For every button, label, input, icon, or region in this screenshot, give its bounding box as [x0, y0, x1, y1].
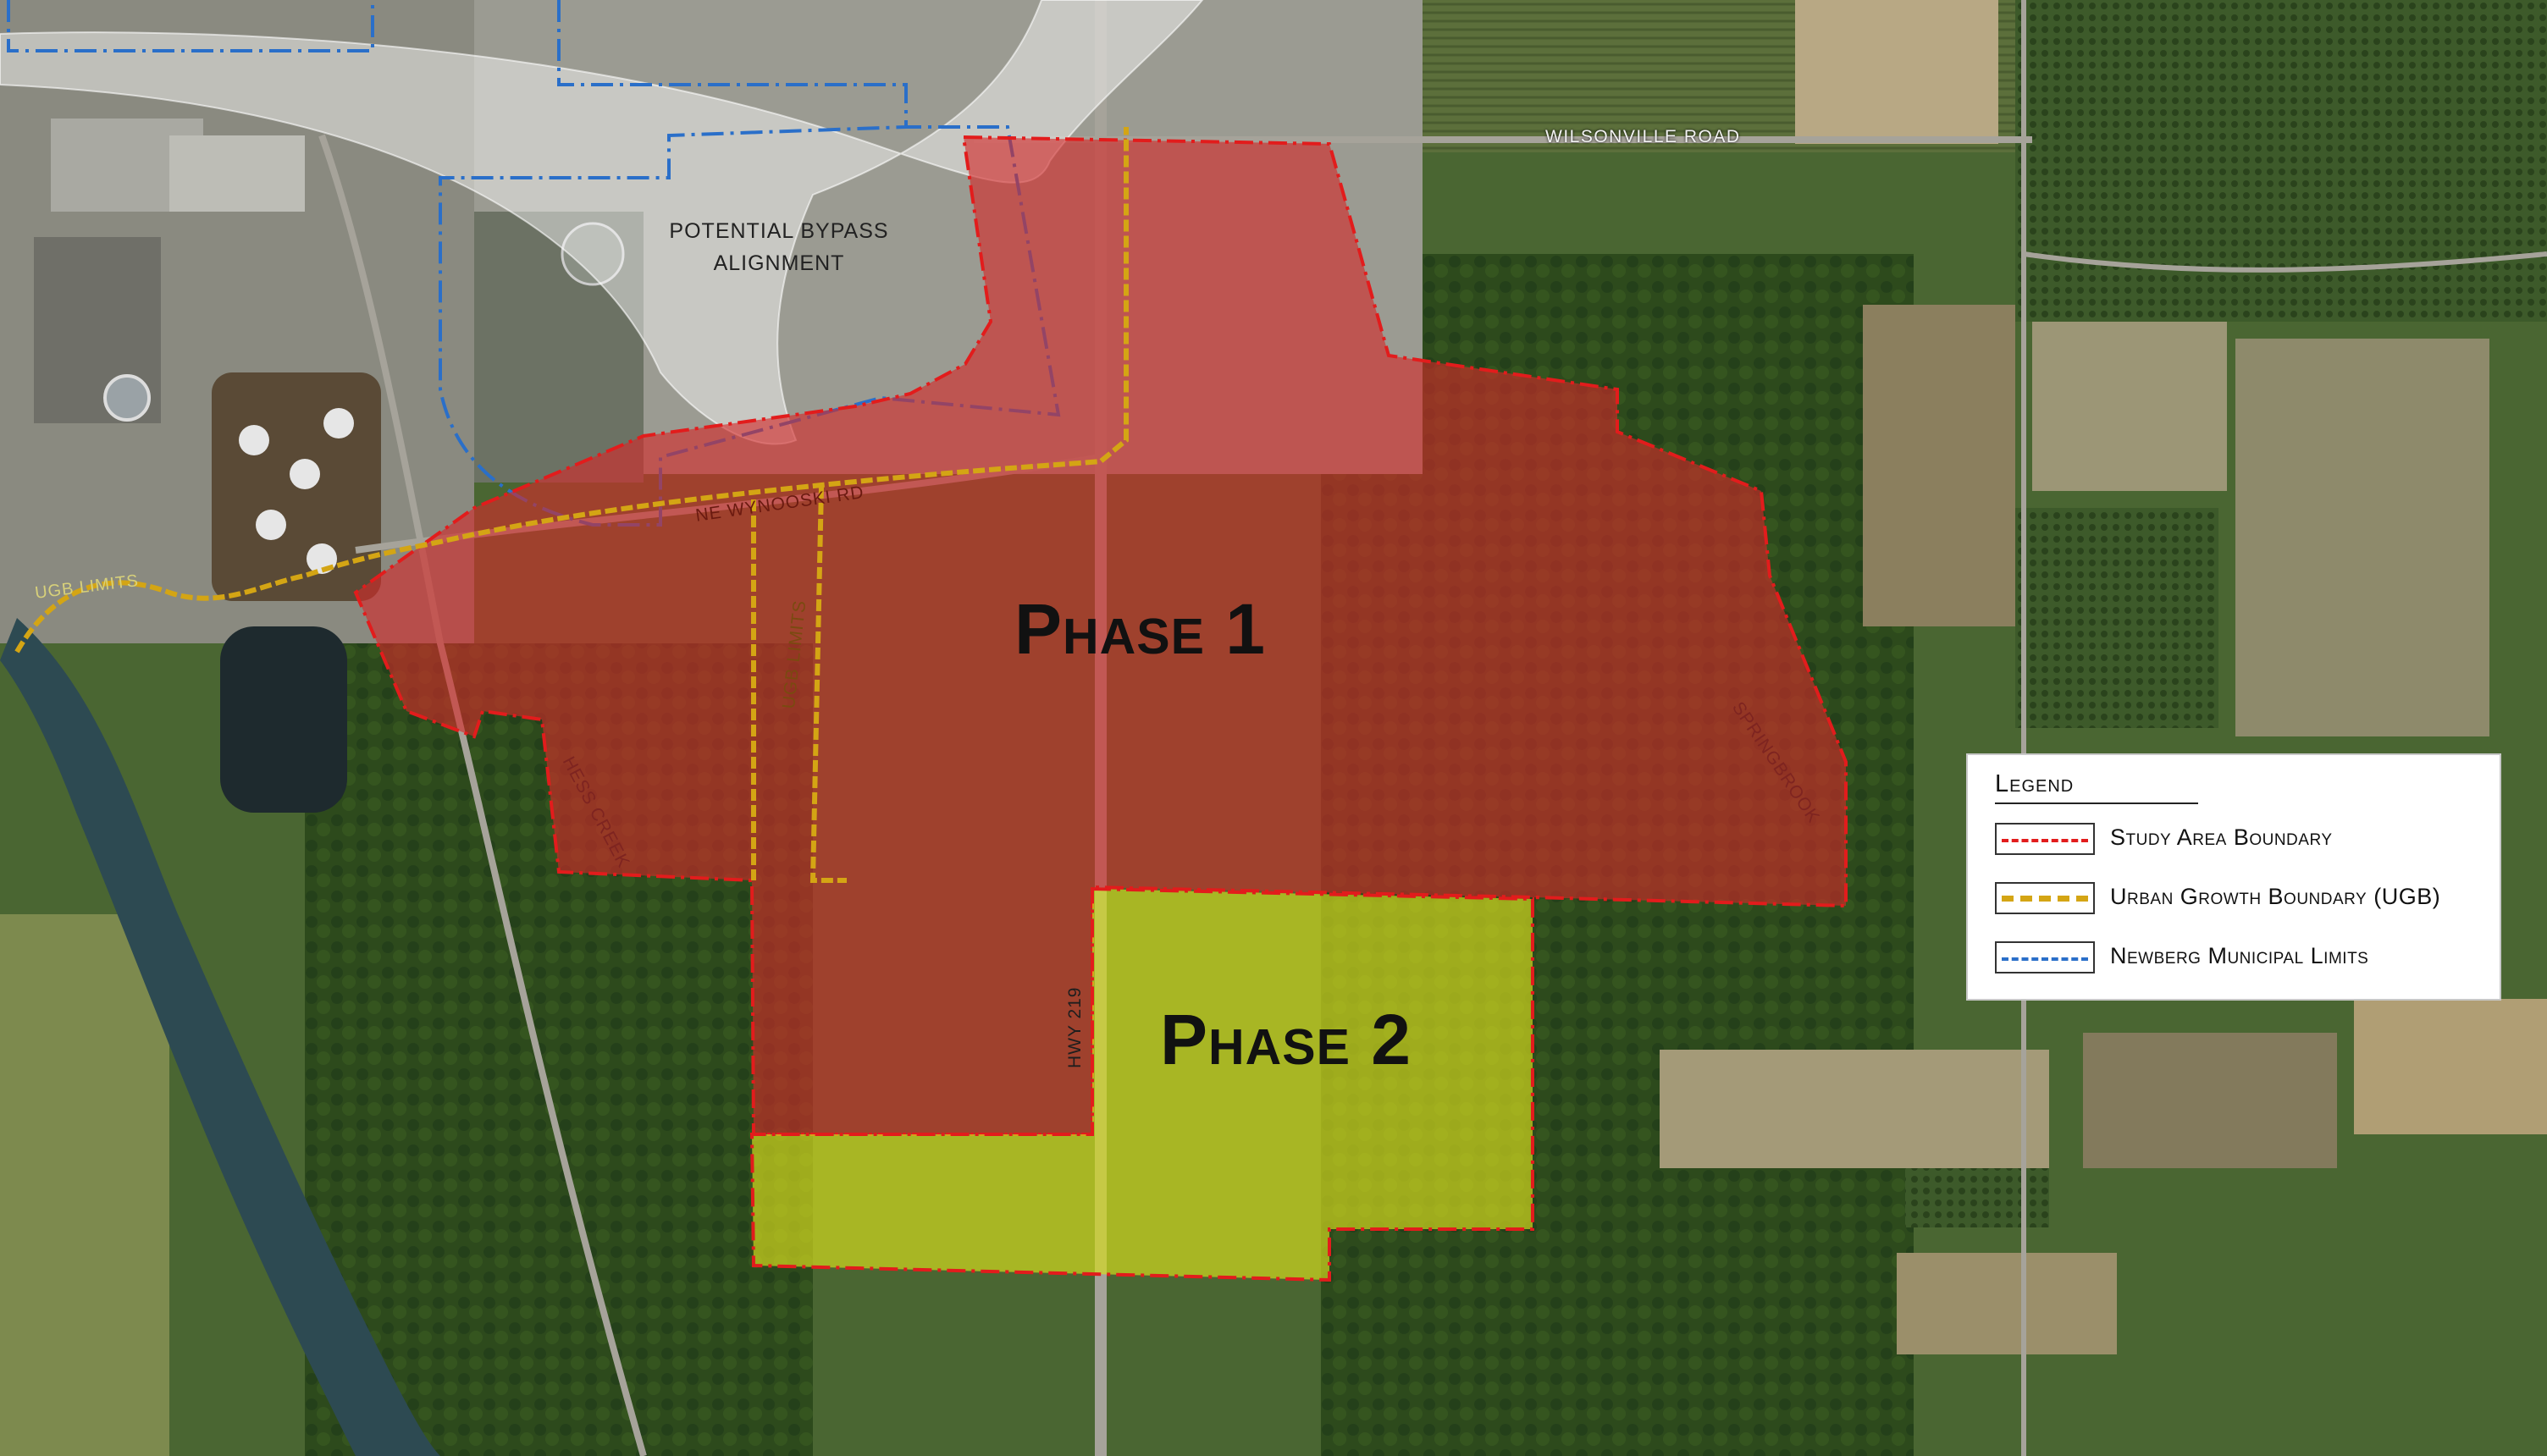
- legend-item-label: Study Area Boundary: [2110, 825, 2333, 850]
- wilsonville-road-label: WILSONVILLE ROAD: [1545, 127, 1741, 146]
- farm-field-se-3: [2354, 999, 2547, 1134]
- industrial-lot-2: [169, 135, 305, 212]
- farm-field-se-4: [1897, 1253, 2117, 1354]
- farm-field-e-2: [2032, 322, 2227, 491]
- hwy-219-label: HWY 219: [1065, 986, 1085, 1069]
- treatment-basin: [103, 374, 151, 422]
- lagoon-pond: [220, 626, 347, 813]
- farm-field-se-1: [1660, 1050, 2049, 1168]
- study-area-swatch: [1995, 823, 2095, 855]
- legend-item-label: Newberg Municipal Limits: [2110, 943, 2369, 968]
- orchard-se: [1905, 1168, 2049, 1227]
- phase-1-label: Phase 1: [1014, 589, 1267, 669]
- orchard-e: [2015, 508, 2218, 728]
- legend-title-underline: [1995, 802, 2198, 804]
- legend-title: Legend: [1995, 770, 2075, 797]
- legend-item-study-area: Study Area Boundary: [1995, 823, 2495, 857]
- farm-field-e-3: [2235, 339, 2489, 736]
- orchard-ne: [2015, 0, 2547, 322]
- legend-item-label: Urban Growth Boundary (UGB): [2110, 884, 2441, 909]
- ugb-line: [14, 127, 1129, 883]
- ugb-swatch: [1995, 882, 2095, 914]
- aerator-3: [323, 408, 354, 438]
- aerator-2: [290, 459, 320, 489]
- settling-ponds: [212, 372, 381, 601]
- north-curve-road: [2023, 251, 2547, 273]
- phase-2-label: Phase 2: [1160, 1000, 1412, 1079]
- phase-2-area: [749, 886, 1534, 1282]
- municipal-limits-swatch: [1995, 941, 2095, 973]
- legend-item-municipal-limits: Newberg Municipal Limits: [1995, 941, 2495, 975]
- river: [0, 618, 440, 1456]
- aerator-4: [256, 510, 286, 540]
- clarifier: [561, 222, 625, 286]
- farm-field-e-1: [1863, 305, 2015, 626]
- legend-item-ugb: Urban Growth Boundary (UGB): [1995, 882, 2495, 916]
- aerator-1: [239, 425, 269, 455]
- phase-1-area: [353, 135, 1848, 1136]
- farm-field-sw: [0, 914, 169, 1456]
- farm-field-ne-2: [1795, 0, 1998, 144]
- farm-field-se-2: [2083, 1033, 2337, 1168]
- bypass-alignment-overlay: [0, 0, 1204, 445]
- map-legend: Legend Study Area Boundary Urban Growth …: [1966, 753, 2501, 1001]
